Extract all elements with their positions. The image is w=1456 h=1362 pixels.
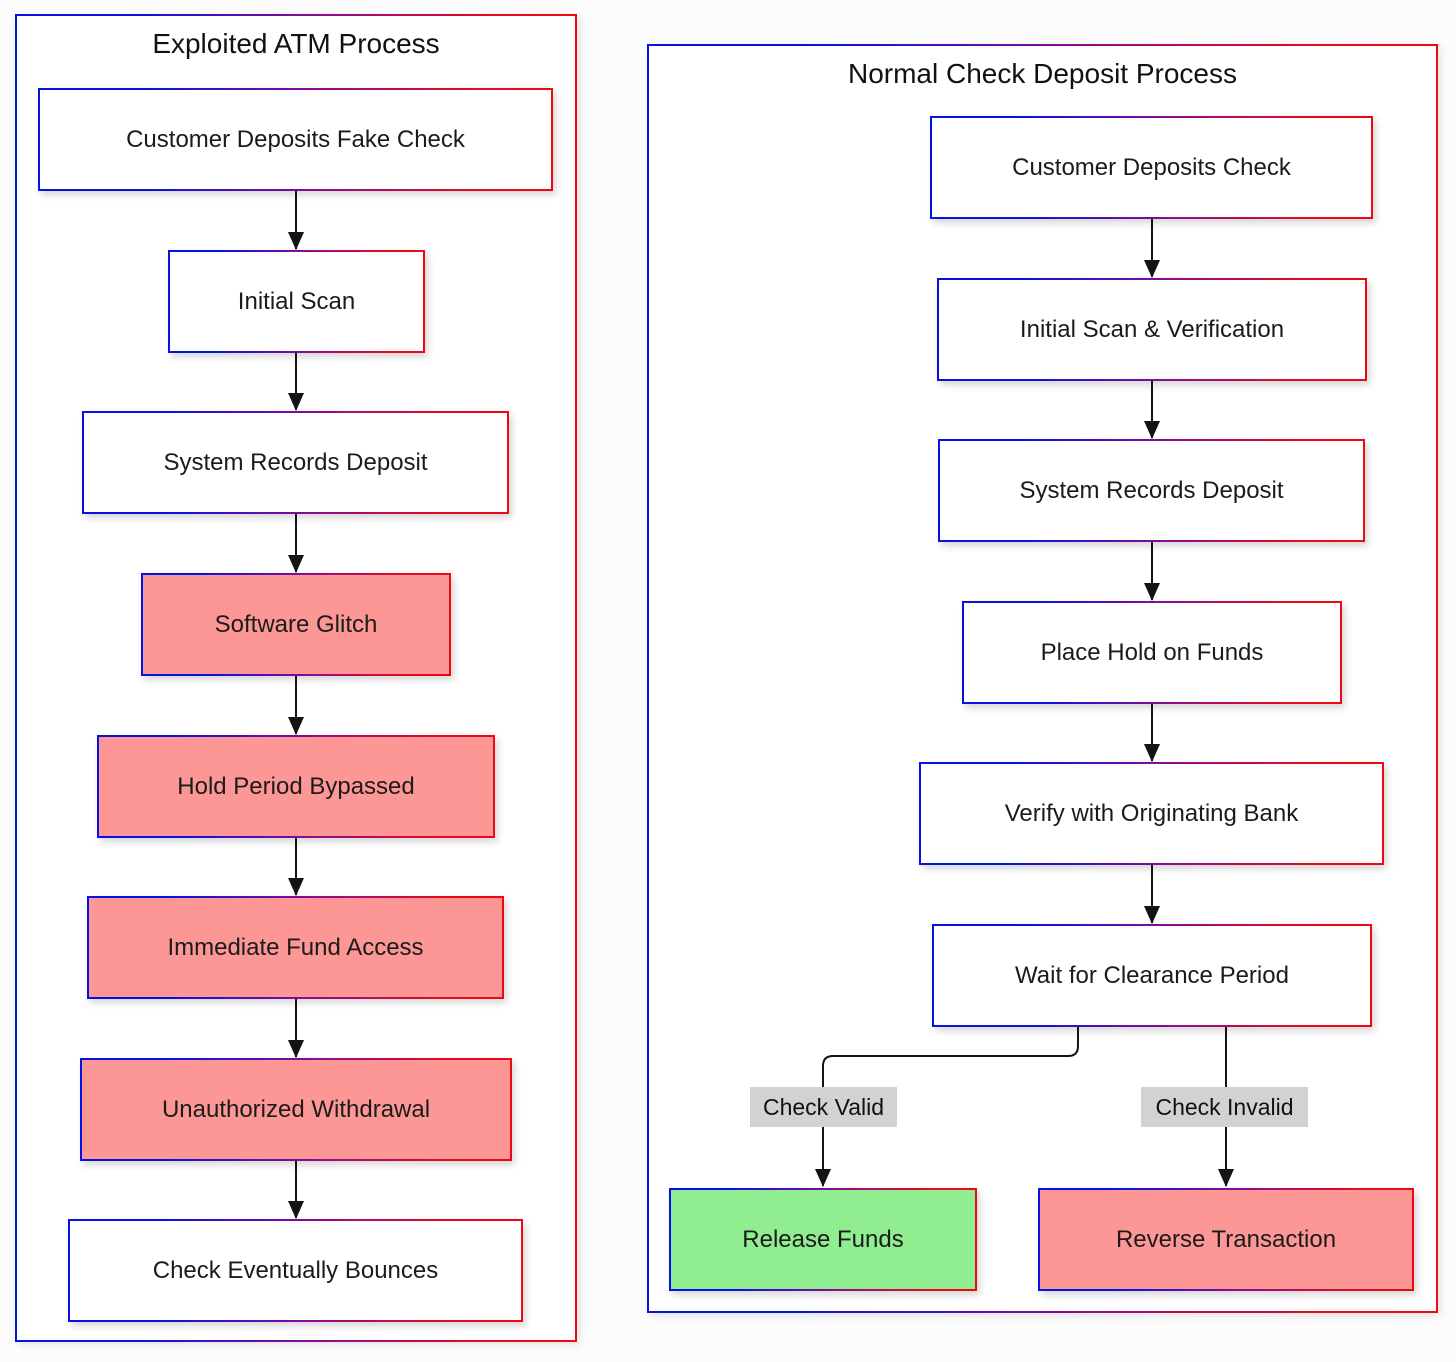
node-immediate-fund-access: Immediate Fund Access (87, 896, 504, 999)
node-wait-for-clearance-period: Wait for Clearance Period (932, 924, 1372, 1027)
node-initial-scan: Initial Scan (168, 250, 425, 353)
edge-label-check-invalid: Check Invalid (1141, 1087, 1308, 1127)
node-check-eventually-bounces: Check Eventually Bounces (68, 1219, 523, 1322)
node-system-records-deposit-left: System Records Deposit (82, 411, 509, 514)
node-customer-deposits-check: Customer Deposits Check (930, 116, 1373, 219)
node-software-glitch: Software Glitch (141, 573, 451, 676)
node-release-funds: Release Funds (669, 1188, 977, 1291)
node-hold-period-bypassed: Hold Period Bypassed (97, 735, 495, 838)
right-chart-title: Normal Check Deposit Process (847, 58, 1238, 89)
node-verify-with-originating-bank: Verify with Originating Bank (919, 762, 1384, 865)
node-reverse-transaction: Reverse Transaction (1038, 1188, 1414, 1291)
node-system-records-deposit-right: System Records Deposit (938, 439, 1365, 542)
node-place-hold-on-funds: Place Hold on Funds (962, 601, 1342, 704)
left-chart-title: Exploited ATM Process (152, 28, 440, 59)
node-unauthorized-withdrawal: Unauthorized Withdrawal (80, 1058, 512, 1161)
node-customer-deposits-fake-check: Customer Deposits Fake Check (38, 88, 553, 191)
edge-label-check-valid: Check Valid (750, 1087, 897, 1127)
node-initial-scan-verification: Initial Scan & Verification (937, 278, 1367, 381)
